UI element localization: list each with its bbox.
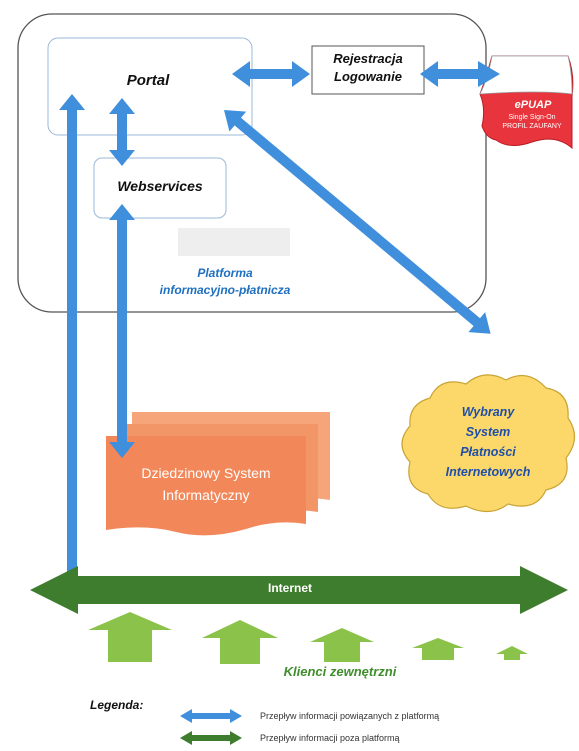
dziedzinowy-line2: Informatyczny — [162, 487, 250, 503]
arrow-portal-internet — [59, 94, 85, 592]
arrow-portal-rejestracja — [232, 61, 310, 87]
payment-cloud — [401, 374, 576, 513]
webservices-label: Webservices — [117, 178, 203, 194]
epuap-sub2: PROFIL ZAUFANY — [502, 123, 562, 130]
legend-title: Legenda: — [90, 698, 144, 712]
rejestracja-box — [311, 45, 425, 95]
faint-placeholder — [178, 228, 290, 256]
rejestracja-line2: Logowanie — [334, 69, 402, 84]
wybrany-label: Wybrany System Płatności Internetowych — [416, 402, 560, 482]
webservices-box — [93, 157, 227, 219]
wybrany-line3: Płatności — [460, 445, 516, 459]
arrow-portal-cloud — [224, 110, 491, 334]
internet-arrow — [30, 566, 568, 614]
arrow-webservices-dziedzinowy — [109, 204, 135, 458]
wybrany-line2: System — [465, 425, 511, 439]
legend-green-arrow — [180, 731, 242, 745]
wybrany-line4: Internetowych — [445, 465, 531, 479]
dziedzinowy-line1: Dziedzinowy System — [141, 465, 271, 481]
legend-green-text: Przepływ informacji poza platformą — [260, 733, 400, 743]
klienci-label: Klienci zewnętrzni — [283, 664, 397, 679]
epuap-sub1: Single Sign-On — [508, 114, 556, 121]
arrow-portal-webservices — [109, 98, 135, 166]
legend-blue-text: Przepływ informacji powiązanych z platfo… — [260, 711, 440, 721]
rejestracja-line1: Rejestracja — [333, 51, 403, 66]
dziedzinowy-label: Dziedzinowy System Informatyczny — [106, 462, 306, 506]
wybrany-line1: Wybrany — [461, 405, 515, 419]
internet-label: Internet — [267, 581, 312, 595]
platforma-label: Platforma informacyjno-płatnicza — [130, 265, 320, 299]
rejestracja-label: Rejestracja Logowanie — [312, 50, 424, 86]
legend-blue-arrow — [180, 709, 242, 723]
dziedzinowy-stack — [106, 412, 330, 536]
platforma-line1: Platforma — [197, 266, 253, 280]
arrow-rejestracja-epuap — [420, 61, 500, 87]
epuap-label: ePUAP — [514, 99, 552, 111]
portal-label: Portal — [126, 72, 170, 89]
portal-box — [47, 37, 253, 136]
client-arrows — [88, 612, 528, 664]
platforma-line2: informacyjno-płatnicza — [159, 283, 291, 297]
